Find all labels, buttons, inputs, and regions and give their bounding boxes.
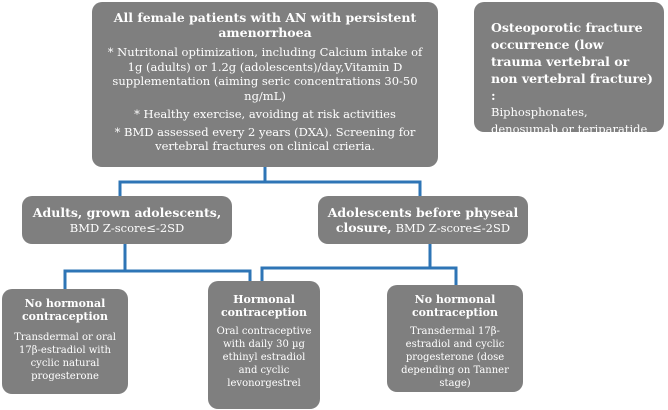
leaf-hormonal: Hormonal contraception Oral contraceptiv… (208, 281, 320, 409)
leaf-hormonal-title: Hormonal contraception (220, 293, 308, 319)
root-bullet-exercise: * Healthy exercise, avoiding at risk act… (134, 107, 396, 121)
leaf-adults-no-hormonal: No hormonal contraception Transdermal or… (2, 289, 128, 394)
root-bullet-bmd: * BMD assessed every 2 years (DXA). Scre… (114, 124, 416, 154)
connector-root-split (118, 167, 422, 196)
leaf-adults-no-hormonal-title: No hormonal contraception (21, 297, 109, 323)
leaf-hormonal-body: Oral contraceptive with daily 30 µg ethi… (216, 326, 312, 389)
adults-title: Adults, grown adolescents, (32, 205, 222, 220)
connector-adults-split (63, 244, 252, 289)
root-bullet-nutrition: * Nutritonal optimization, including Cal… (107, 45, 423, 103)
box-adolescents: Adolescents before physeal closure, BMD … (318, 196, 528, 244)
leaf-adolescents-no-hormonal: No hormonal contraception Transdermal 17… (387, 285, 523, 392)
connector-adolescents-split (260, 244, 458, 285)
root-box-all-patients: All female patients with AN with persist… (92, 2, 438, 167)
root-title: All female patients with AN with persist… (113, 10, 417, 40)
side-body: Biphosphonates, denosumab or teriparatid… (491, 105, 648, 136)
leaf-adults-no-hormonal-body: Transdermal or oral 17β-estradiol with c… (14, 332, 116, 382)
side-box-fracture: Osteoporotic fracture occurrence (low tr… (474, 2, 664, 136)
adolescents-criterion: BMD Z-score≤-2SD (395, 221, 511, 235)
side-title: Osteoporotic fracture occurrence (low tr… (491, 20, 653, 103)
adults-criterion: BMD Z-score≤-2SD (69, 221, 185, 235)
leaf-adolescents-no-hormonal-title: No hormonal contraception (411, 293, 499, 319)
leaf-adolescents-no-hormonal-body: Transdermal 17β-estradiol and cyclic pro… (401, 326, 509, 389)
adolescents-title: Adolescents before physeal closure, (327, 205, 519, 235)
box-adults: Adults, grown adolescents, BMD Z-score≤-… (22, 196, 232, 244)
